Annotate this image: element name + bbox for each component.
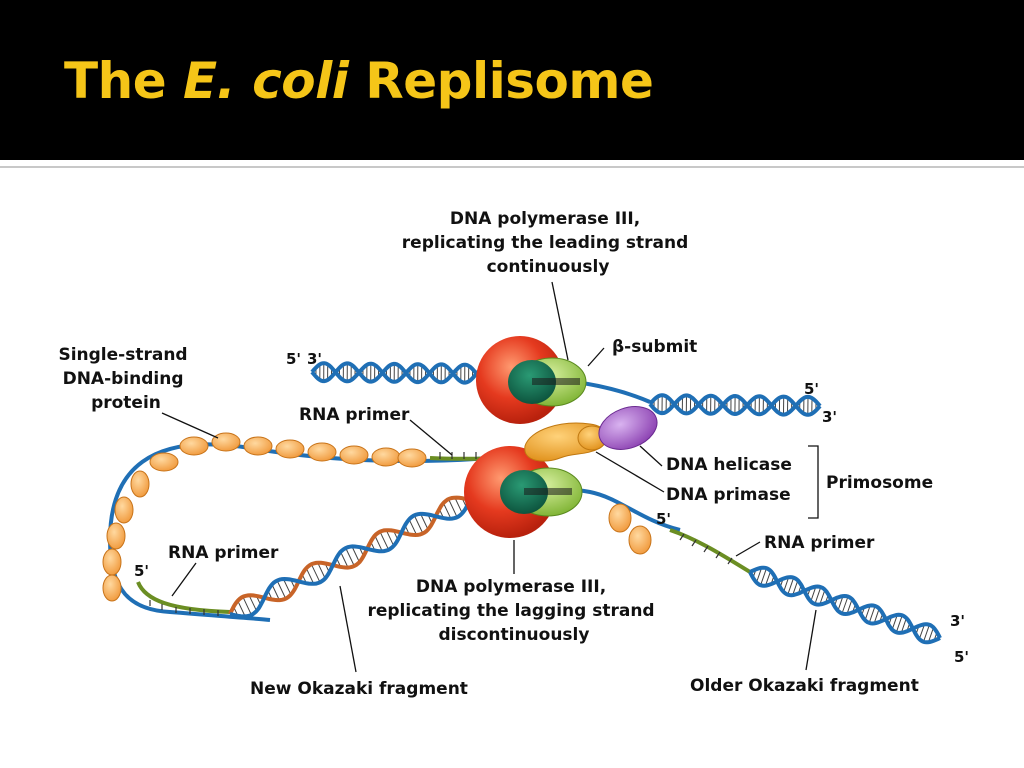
title-prefix: The (64, 52, 184, 110)
ssb-bead (275, 439, 305, 459)
ssb-bead-lr1 (608, 503, 632, 533)
ssb-bead (102, 574, 122, 602)
helix-strand-a (310, 361, 502, 385)
label-beta: β-submit (612, 337, 697, 357)
helix-older-okazaki (748, 565, 942, 645)
end-top-left-5: 5' (286, 350, 301, 368)
label-primase: DNA primase (666, 485, 791, 505)
leader-rna-top (409, 419, 453, 456)
leader-ssb (161, 412, 219, 439)
rna-primer-left-strand (136, 581, 231, 614)
end-top-left-3: 3' (307, 350, 322, 368)
leader-lines (161, 281, 819, 673)
primosome-bracket (808, 445, 819, 519)
label-rna-primer-right: RNA primer (764, 533, 875, 553)
pol-leading-channel (532, 378, 580, 385)
helix-strand-b (228, 495, 471, 615)
end-right-5: 5' (804, 380, 819, 398)
leader-rna-right (735, 541, 761, 557)
label-ssb: Single-strand DNA-binding protein (58, 345, 193, 413)
helix-base-pairs (752, 567, 938, 643)
label-helicase: DNA helicase (666, 455, 792, 475)
pol-lagging-channel (524, 488, 572, 495)
helicase-shape (598, 406, 658, 450)
title-suffix: Replisome (348, 52, 654, 110)
title-italic: E. coli (183, 52, 349, 110)
lagging-loop-strand (107, 438, 601, 622)
helix-strand-a (648, 393, 822, 417)
helix-strand-a (748, 571, 941, 645)
end-lower-right-5: 5' (656, 510, 671, 528)
label-rna-primer-left: RNA primer (168, 543, 279, 563)
rna-primer-right-ticks (679, 533, 733, 565)
ssb-proteins (102, 432, 427, 602)
rna-primer-right-strand (669, 528, 752, 574)
leader-primase (595, 451, 665, 493)
helix-top-left (310, 361, 502, 385)
rna-primer-left-ticks (149, 600, 219, 616)
ssb-bead (106, 522, 126, 550)
label-new-okazaki: New Okazaki fragment (250, 679, 468, 699)
helix-top-right (648, 393, 822, 417)
ssb-bead (243, 436, 273, 456)
ssb-bead-lr2 (628, 525, 652, 555)
polymerase-lagging (464, 446, 583, 538)
helix-base-pairs (653, 395, 817, 415)
leader-new-okazaki (339, 585, 357, 673)
leader-helicase (639, 445, 663, 467)
ssb-bead (307, 442, 337, 462)
end-right-3: 3' (822, 408, 837, 426)
header-divider (0, 160, 1024, 168)
ssb-bead (371, 447, 401, 467)
end-ssb-5: 5' (134, 562, 149, 580)
end-far-right-5: 5' (954, 648, 969, 666)
ssb-bead (114, 496, 134, 524)
ssb-bead (130, 470, 150, 498)
helix-new-okazaki (228, 495, 472, 619)
leader-older-okazaki (805, 609, 817, 671)
ssb-bead (211, 432, 241, 452)
label-pol-leading: DNA polymerase III, replicating the lead… (402, 209, 694, 277)
leader-rna-left (171, 562, 197, 597)
rna-primer-top-ticks (439, 452, 501, 459)
ssb-bead (339, 445, 369, 465)
end-far-right-3: 3' (950, 612, 965, 630)
helix-strand-a (229, 499, 472, 619)
ssb-bead (102, 548, 122, 576)
helix-strand-b (648, 393, 822, 417)
slide-header: The E. coli Replisome (0, 0, 1024, 160)
helix-base-pairs (233, 497, 467, 617)
leader-pol-leading (551, 281, 569, 361)
slide-title: The E. coli Replisome (64, 52, 654, 110)
label-primosome: Primosome (826, 473, 933, 493)
label-pol-lagging: DNA polymerase III, replicating the lagg… (367, 577, 660, 645)
leader-beta (587, 347, 605, 367)
helix-strand-b (749, 565, 942, 639)
ssb-bead (179, 436, 209, 456)
ssb-bead (149, 452, 179, 472)
label-rna-primer-top: RNA primer (299, 405, 410, 425)
ssb-beads (102, 432, 427, 602)
label-older-okazaki: Older Okazaki fragment (690, 676, 919, 696)
ssb-bead (397, 448, 427, 468)
polymerase-leading (476, 336, 587, 424)
